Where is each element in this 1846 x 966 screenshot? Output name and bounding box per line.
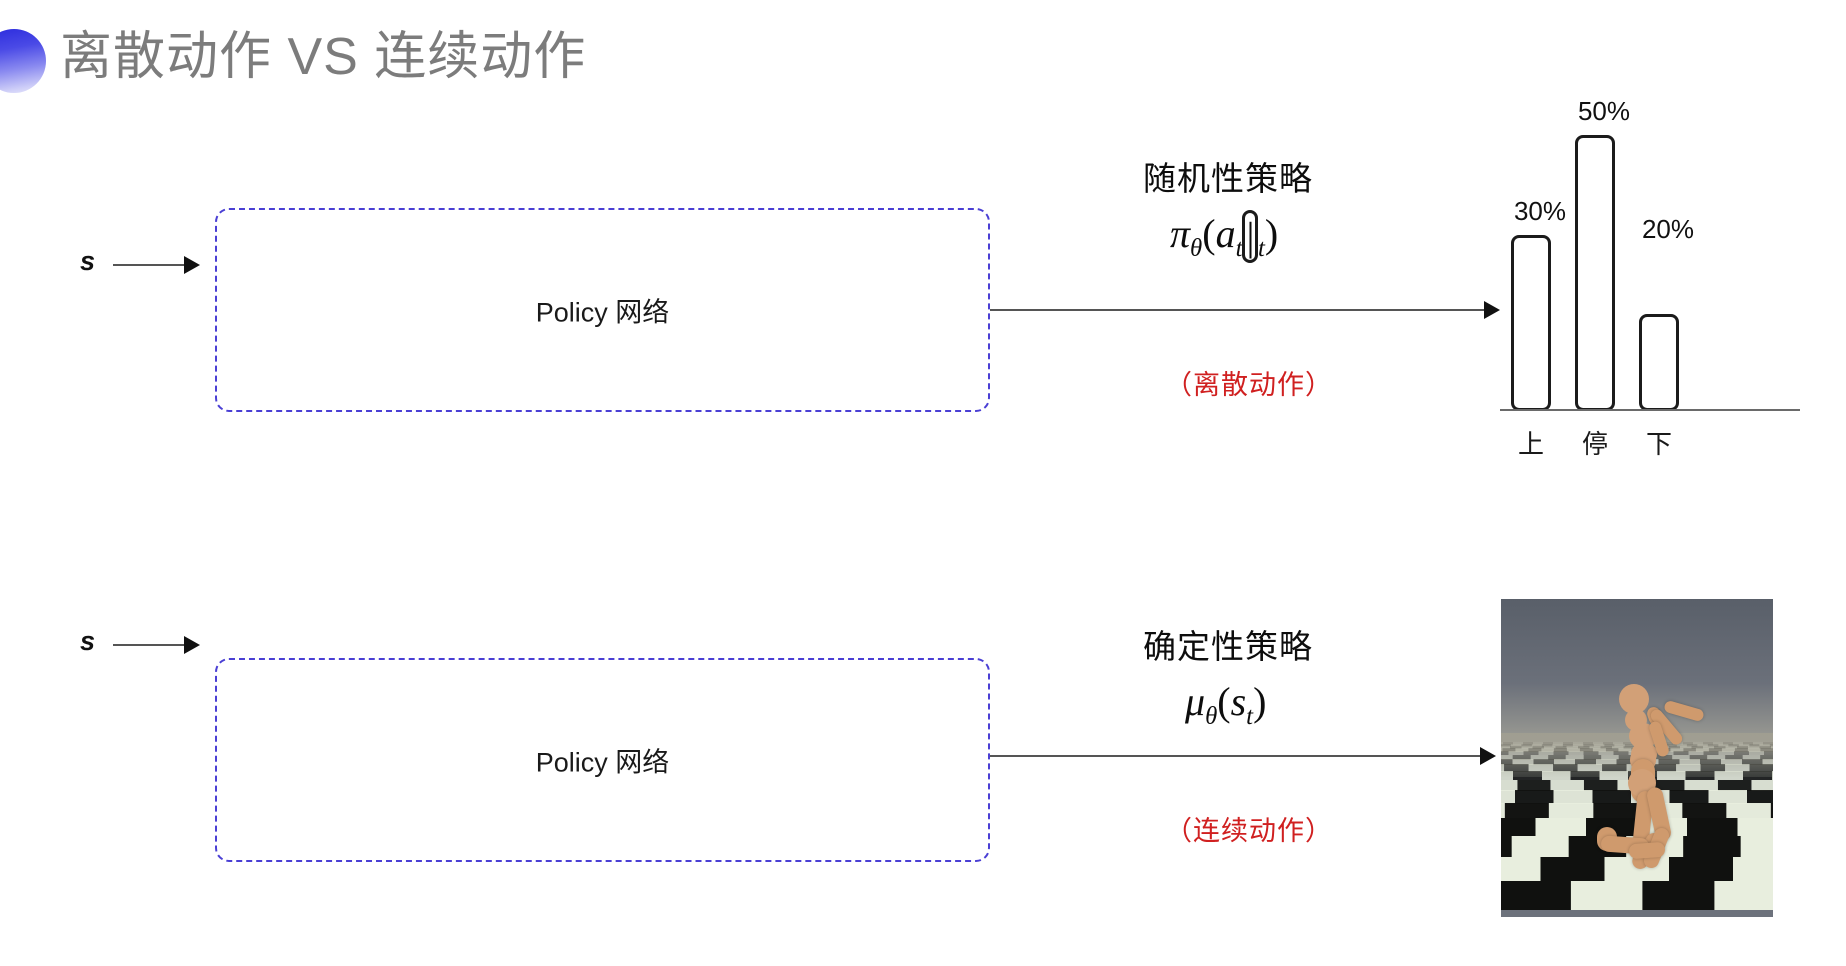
half-circle-gradient-icon [0, 29, 46, 93]
humanoid-simulation-image [1501, 599, 1773, 917]
bar-0 [1511, 235, 1551, 411]
output-arrow-head-continuous [1480, 747, 1496, 765]
formula-head: μ [1185, 679, 1206, 724]
humanoid-right-foot [1628, 841, 1666, 860]
formula-arg1-sub: t [1246, 703, 1254, 730]
action-distribution-bar-chart: 30% 上 50% 停 20% 下 [1500, 96, 1820, 459]
formula-stochastic-policy: πθ(at|st) [1170, 210, 1278, 263]
formula-close-paren: ) [1253, 679, 1267, 724]
input-state-label-continuous: s [80, 626, 96, 656]
action-kind-continuous: （连续动作） [1165, 816, 1333, 846]
output-arrow-line-discrete [990, 309, 1490, 311]
formula-deterministic-policy: μθ(st) [1185, 678, 1266, 731]
policy-kind-stochastic: 随机性策略 [1143, 160, 1313, 197]
formula-head: π [1170, 211, 1191, 256]
bar-2 [1639, 314, 1679, 411]
formula-arg1: s [1230, 679, 1247, 724]
bar-category-2: 下 [1645, 429, 1672, 459]
bar-1 [1575, 135, 1615, 411]
policy-network-box-discrete[interactable]: Policy 网络 [215, 208, 990, 412]
formula-separator: | [1242, 210, 1259, 263]
bar-chart-baseline-axis [1500, 409, 1800, 411]
input-arrow-line-continuous [113, 644, 191, 646]
bar-category-1: 停 [1581, 429, 1608, 459]
formula-arg2-sub: t [1258, 235, 1265, 262]
page-title: 离散动作 VS 连续动作 [60, 28, 587, 86]
formula-open-paren: ( [1202, 211, 1216, 256]
formula-head-sub: θ [1205, 703, 1218, 730]
policy-network-box-continuous[interactable]: Policy 网络 [215, 658, 990, 862]
formula-open-paren: ( [1217, 679, 1231, 724]
formula-head-sub: θ [1190, 235, 1203, 262]
bar-value-2: 20% [1641, 214, 1695, 244]
action-kind-discrete: （离散动作） [1165, 370, 1333, 400]
input-arrow-head-continuous [184, 636, 200, 654]
policy-network-label-discrete: Policy 网络 [535, 297, 670, 328]
policy-network-label-continuous: Policy 网络 [535, 747, 670, 778]
bar-value-0: 30% [1513, 196, 1567, 226]
policy-kind-deterministic: 确定性策略 [1143, 628, 1313, 665]
bar-category-0: 上 [1517, 429, 1544, 459]
input-state-label-discrete: s [80, 246, 96, 276]
input-arrow-line-discrete [113, 264, 191, 266]
formula-arg1-sub: t [1235, 235, 1243, 262]
formula-close-paren: ) [1264, 211, 1279, 256]
formula-arg1: a [1215, 211, 1236, 256]
bar-value-1: 50% [1577, 96, 1631, 126]
output-arrow-line-continuous [990, 755, 1486, 757]
floor-row [1501, 881, 1773, 911]
output-arrow-head-discrete [1484, 301, 1500, 319]
input-arrow-head-discrete [184, 256, 200, 274]
